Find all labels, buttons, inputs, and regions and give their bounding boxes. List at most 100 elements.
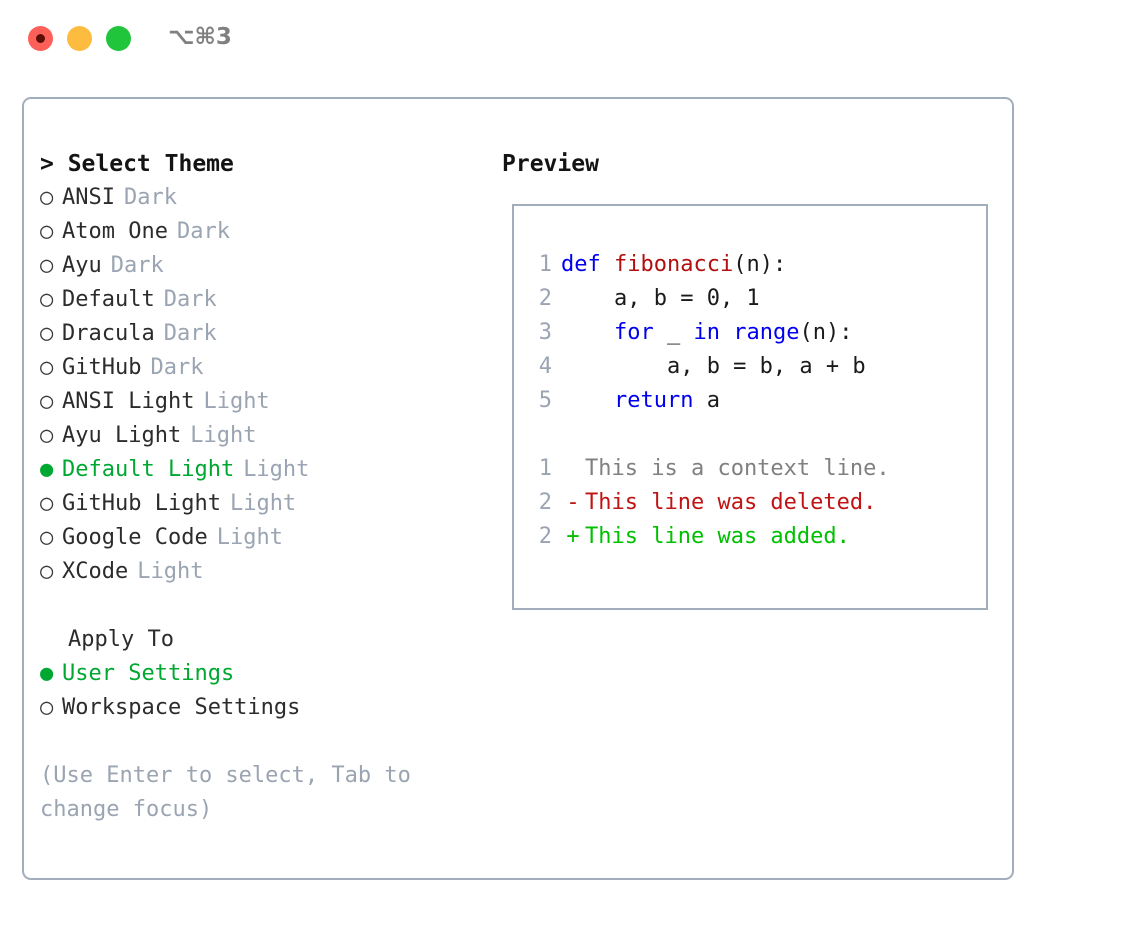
radio-selected-icon: ● (40, 457, 54, 482)
select-theme-header: > Select Theme (40, 151, 234, 177)
keyboard-shortcut-label: ⌥⌘3 (168, 24, 232, 50)
code-line: 5 return a (526, 384, 980, 418)
apply-to-option-user-settings[interactable]: ● User Settings (40, 657, 500, 691)
theme-option-label: GitHub Light (62, 491, 221, 516)
apply-to-option-workspace-settings[interactable]: ○ Workspace Settings (40, 691, 500, 725)
theme-option-label: Dracula (62, 321, 155, 346)
code-line-number: 1 (538, 252, 552, 277)
code-token-kw: return (613, 388, 694, 413)
radio-unselected-icon: ○ (40, 219, 54, 244)
code-token-fn: fibonacci (613, 252, 734, 277)
theme-option-category: Dark (110, 253, 164, 278)
code-token-plain (720, 320, 733, 345)
diff-line-text: This is a context line. (585, 456, 890, 481)
theme-option-category: Dark (123, 185, 177, 210)
theme-option-google-code[interactable]: ○ Google Code Light (40, 521, 500, 555)
diff-line-text: This line was deleted. (585, 490, 877, 515)
radio-unselected-icon: ○ (40, 559, 54, 584)
code-token-plain (561, 388, 614, 413)
radio-unselected-icon: ○ (40, 355, 54, 380)
diff-marker: + (566, 524, 580, 549)
diff-line-ctx: 1 This is a context line. (526, 452, 980, 486)
radio-unselected-icon: ○ (40, 695, 54, 720)
theme-option-default[interactable]: ○ Default Dark (40, 283, 500, 317)
theme-option-label: Default Light (62, 457, 235, 482)
theme-option-default-light[interactable]: ● Default Light Light (40, 453, 500, 487)
code-token-plain (561, 320, 614, 345)
code-token-plain: a, b = b, a + b (561, 354, 866, 379)
theme-option-category: Light (203, 389, 270, 414)
preview-header: Preview (502, 151, 599, 177)
theme-option-label: GitHub (62, 355, 142, 380)
radio-unselected-icon: ○ (40, 525, 54, 550)
diff-marker (561, 452, 585, 486)
code-line-number: 4 (538, 354, 552, 379)
apply-to-option-label: Workspace Settings (62, 695, 301, 720)
theme-option-category: Dark (150, 355, 204, 380)
theme-option-ansi[interactable]: ○ ANSI Dark (40, 181, 500, 215)
radio-selected-icon: ● (40, 661, 54, 686)
theme-option-label: XCode (62, 559, 129, 584)
theme-option-ayu[interactable]: ○ Ayu Dark (40, 249, 500, 283)
code-token-kw: range (733, 320, 800, 345)
theme-option-category: Light (190, 423, 257, 448)
close-window-button[interactable] (28, 26, 53, 51)
code-line-number: 2 (538, 286, 552, 311)
diff-line-text: This line was added. (585, 524, 850, 549)
theme-option-label: ANSI Light (62, 389, 195, 414)
theme-option-category: Light (229, 491, 297, 516)
diff-line-number: 2 (538, 490, 552, 515)
maximize-window-button[interactable] (106, 26, 131, 51)
recording-dot-icon (36, 34, 45, 43)
window-controls (28, 26, 131, 51)
theme-option-category: Light (243, 457, 310, 482)
theme-option-category: Light (216, 525, 283, 550)
apply-to-option-label: User Settings (62, 661, 235, 686)
radio-unselected-icon: ○ (40, 423, 54, 448)
code-line-text: a, b = b, a + b (561, 350, 866, 384)
radio-unselected-icon: ○ (40, 287, 54, 312)
radio-unselected-icon: ○ (40, 389, 54, 414)
code-token-plain: a (693, 388, 720, 413)
theme-option-github-light[interactable]: ○ GitHub Light Light (40, 487, 500, 521)
diff-sample: 1 This is a context line.2-This line was… (526, 452, 980, 554)
code-token-plain: (n): (799, 320, 853, 345)
code-line-text: a, b = 0, 1 (561, 282, 760, 316)
radio-unselected-icon: ○ (40, 185, 54, 210)
theme-option-label: Google Code (62, 525, 208, 550)
theme-option-xcode[interactable]: ○ XCode Light (40, 555, 500, 589)
theme-option-github[interactable]: ○ GitHub Dark (40, 351, 500, 385)
keyboard-hint-text: (Use Enter to select, Tab to change focu… (40, 763, 411, 822)
code-token-plain: _ (653, 320, 694, 345)
diff-line-number: 2 (538, 524, 552, 549)
theme-option-category: Light (137, 559, 204, 584)
theme-option-label: Atom One (62, 219, 168, 244)
theme-option-category: Dark (163, 287, 217, 312)
theme-option-ansi-light[interactable]: ○ ANSI Light Light (40, 385, 500, 419)
theme-option-label: Default (62, 287, 155, 312)
diff-line-number: 1 (538, 456, 552, 481)
theme-option-label: Ayu (62, 253, 102, 278)
radio-unselected-icon: ○ (40, 491, 54, 516)
apply-to-label: Apply To (68, 627, 174, 652)
code-token-kw: def (561, 252, 614, 277)
apply-to-option-list[interactable]: ● User Settings ○ Workspace Settings (40, 657, 500, 725)
theme-option-label: ANSI (62, 185, 115, 210)
apply-to-section: Apply To ● User Settings ○ Workspace Settin… (40, 623, 500, 725)
radio-unselected-icon: ○ (40, 253, 54, 278)
code-line: 3 for _ in range(n): (526, 316, 980, 350)
code-line-text: for _ in range(n): (561, 316, 852, 350)
minimize-window-button[interactable] (67, 26, 92, 51)
code-token-kw: in (693, 320, 720, 345)
